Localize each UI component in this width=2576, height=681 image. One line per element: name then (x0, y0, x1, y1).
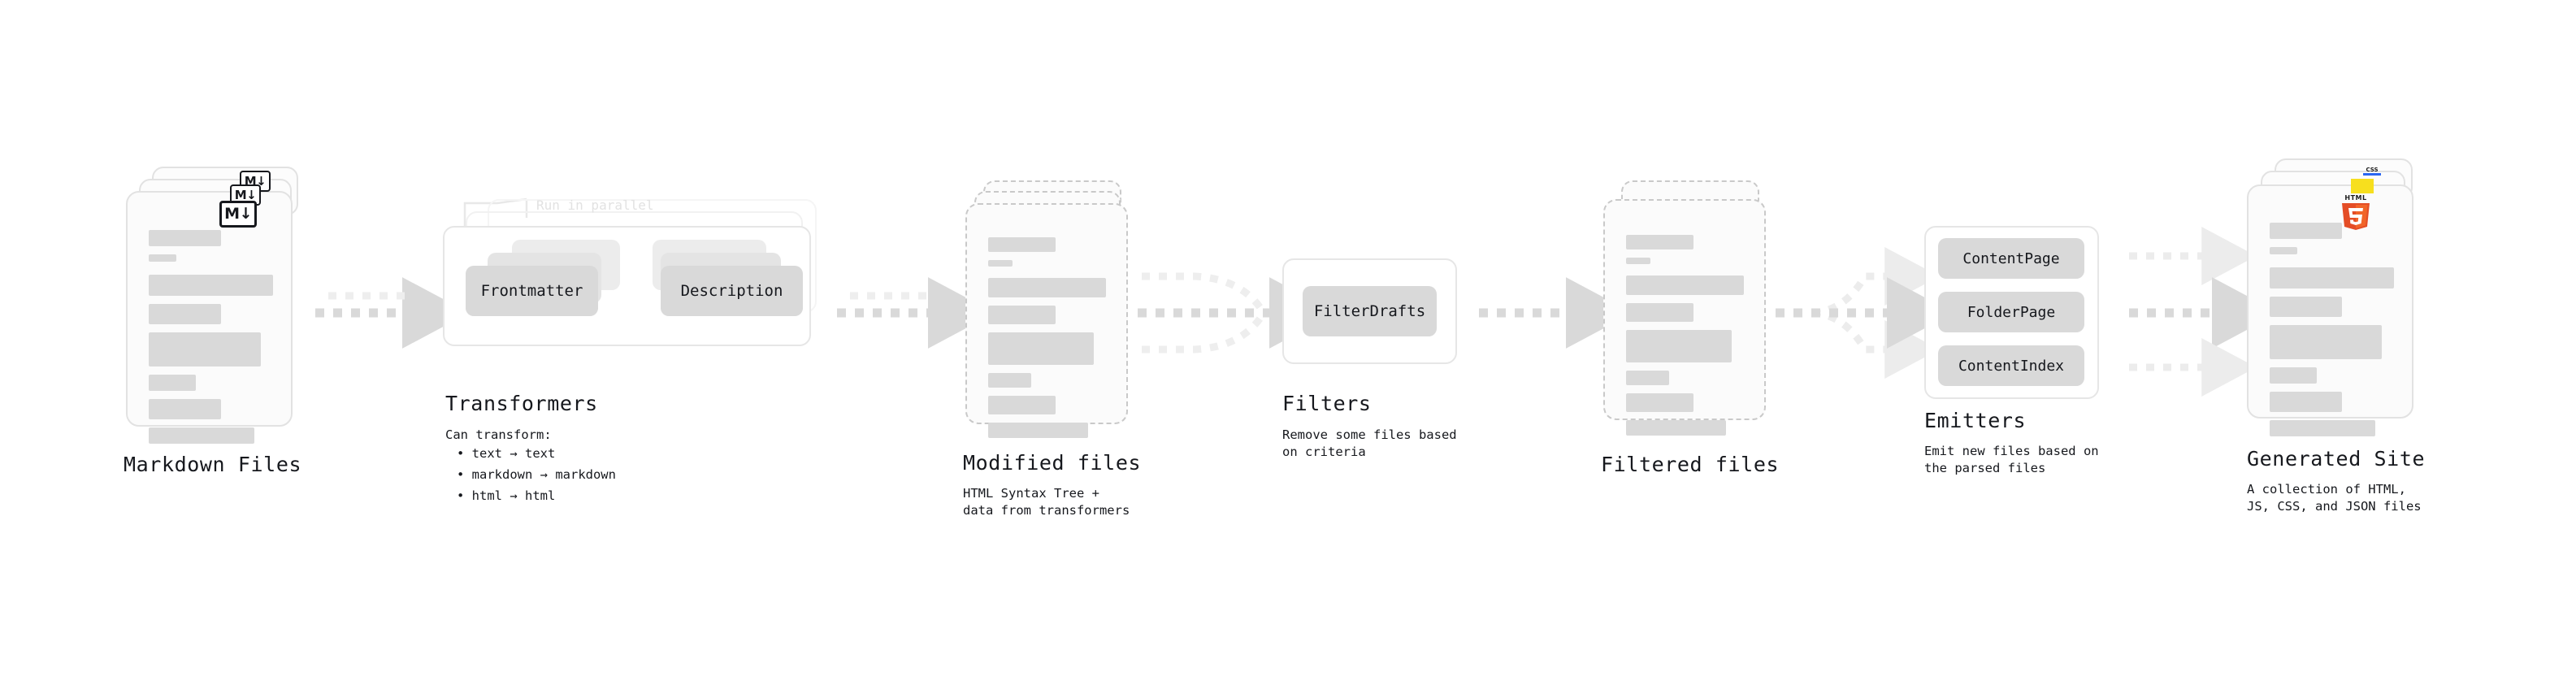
css3-icon: CSS (2361, 165, 2383, 181)
stage-subtitle-transformers: Can transform: (445, 427, 552, 442)
transformers-bullet-1-text: markdown → markdown (471, 467, 616, 482)
stage-title-emitters: Emitters (1924, 409, 2027, 432)
doc-card-front (1603, 199, 1766, 436)
stage-title-transformers: Transformers (445, 392, 598, 415)
doc-card-html (2247, 184, 2413, 436)
chip-frontmatter[interactable]: Frontmatter (466, 266, 598, 316)
arrow-transformers-to-modified (837, 277, 995, 349)
doc-card-front (965, 203, 1128, 438)
svg-text:CSS: CSS (2366, 167, 2378, 173)
chip-contentpage[interactable]: ContentPage (1938, 238, 2084, 279)
stage-filtered-files (1603, 180, 1782, 436)
stage-title-markdown-files: Markdown Files (124, 453, 302, 476)
arrow-emitters-to-site (2129, 227, 2279, 397)
transformers-bullet-0-text: text → text (471, 446, 556, 461)
stage-generated-site: CSS HTML (2247, 158, 2434, 436)
stage-transformers: Frontmatter Description (443, 199, 825, 354)
doc-placeholder-lines (2270, 223, 2394, 445)
stage-subtitle-filters: Remove some files based on criteria (1282, 427, 1457, 459)
run-in-parallel-label: Run in parallel (536, 197, 654, 213)
doc-placeholder-lines (988, 237, 1108, 446)
transformers-bullet-2-text: html → html (471, 488, 556, 503)
chip-folderpage[interactable]: FolderPage (1938, 292, 2084, 332)
transformers-bullet-1: • markdown → markdown (457, 467, 616, 482)
stage-subtitle-emitters: Emit new files based on the parsed files (1924, 444, 2099, 475)
chip-description[interactable]: Description (661, 266, 803, 316)
transformers-bullet-0: • text → text (457, 446, 556, 461)
html5-icon: HTML (2339, 193, 2373, 233)
arrow-modified-to-filters (1138, 272, 1337, 354)
stage-title-modified-files: Modified files (963, 451, 1142, 475)
stage-title-filtered-files: Filtered files (1601, 453, 1780, 476)
stage-modified-files (965, 180, 1144, 438)
stage-filters: FilterDrafts (1282, 258, 1457, 368)
stage-markdown-files: M↓ M↓ M↓ (126, 167, 305, 444)
doc-placeholder-lines (149, 230, 273, 452)
chip-contentindex[interactable]: ContentIndex (1938, 345, 2084, 386)
stage-emitters: ContentPage FolderPage ContentIndex (1924, 226, 2099, 401)
stage-title-filters: Filters (1282, 392, 1372, 415)
transformers-bullet-2: • html → html (457, 488, 556, 503)
arrow-filtered-to-emitters (1776, 247, 1954, 379)
stage-title-generated-site: Generated Site (2247, 447, 2426, 471)
stage-subtitle-modified-files: HTML Syntax Tree + data from transformer… (963, 486, 1130, 518)
doc-placeholder-lines (1626, 235, 1746, 444)
chip-filterdrafts[interactable]: FilterDrafts (1303, 286, 1437, 336)
doc-card-front (126, 191, 293, 444)
arrow-markdown-to-transformers (315, 277, 470, 349)
stage-subtitle-generated-site: A collection of HTML, JS, CSS, and JSON … (2247, 482, 2422, 514)
javascript-icon (2351, 179, 2374, 197)
svg-text:HTML: HTML (2344, 194, 2366, 202)
markdown-icon-front: M↓ (219, 201, 257, 228)
